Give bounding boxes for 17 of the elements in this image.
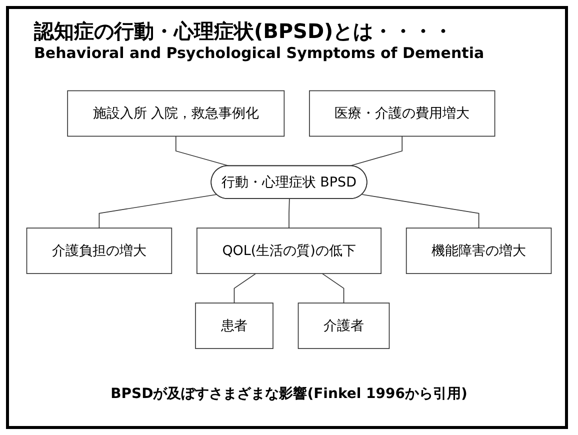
node-box: QOL(生活の質)の低下 [196, 228, 382, 274]
connector [98, 194, 218, 229]
node-box: 介護負担の増大 [26, 228, 172, 274]
caption: BPSDが及ぼすさまざまな影響(Finkel 1996から引用) [110, 385, 468, 403]
node-box: 施設入所 入院，救急事例化 [67, 90, 285, 137]
node-box: 患者 [195, 302, 274, 350]
connector [362, 194, 480, 229]
connector [348, 136, 403, 167]
connector [234, 274, 256, 304]
node-box: 機能障害の増大 [406, 228, 552, 274]
connector [288, 198, 290, 229]
subtitle: Behavioral and Psychological Symptoms of Dementia [34, 44, 484, 62]
connector [175, 136, 230, 167]
node-box: 医療・介護の費用増大 [309, 90, 496, 137]
connector [322, 274, 344, 304]
node-box: 介護者 [298, 302, 390, 350]
title: 認知症の行動・心理症状(BPSD)とは・・・・ [34, 18, 454, 45]
